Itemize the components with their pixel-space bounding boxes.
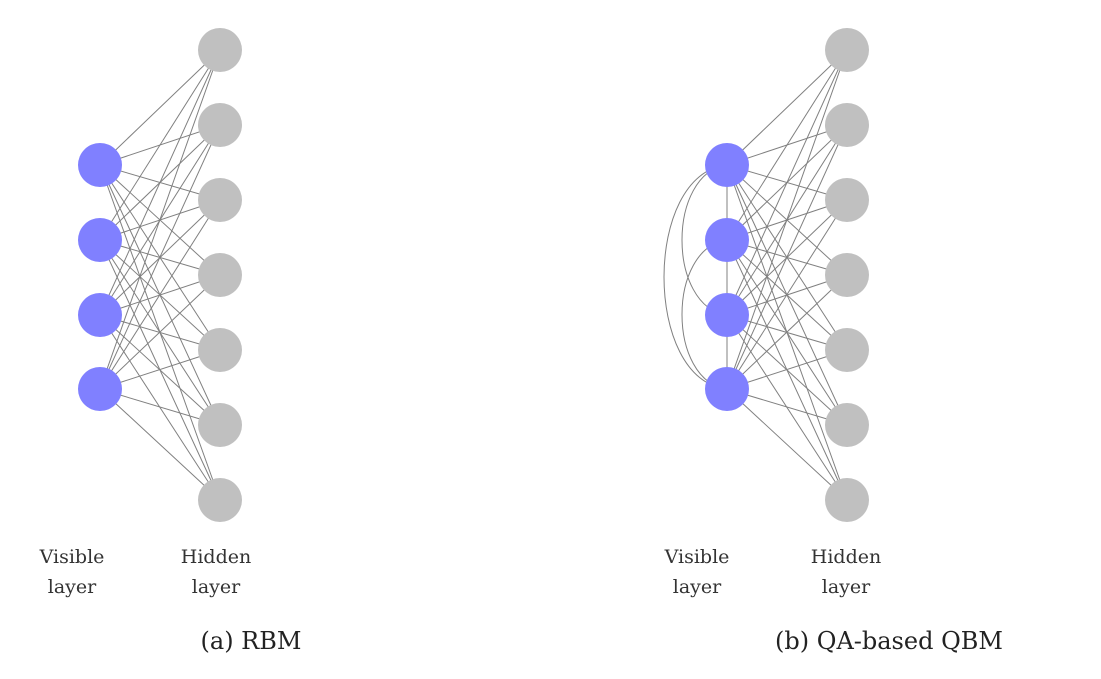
edges-qbm: [663, 49, 848, 501]
hidden-node-4: [198, 253, 242, 297]
visible-node-4: [78, 367, 122, 411]
visible-node-2: [78, 218, 122, 262]
visible-node-2: [705, 218, 749, 262]
caption-rbm: (a) RBM: [201, 627, 302, 655]
hidden-node-2: [198, 103, 242, 147]
visible-layer-label-line2: layer: [48, 576, 97, 598]
edge-v3-h1: [726, 49, 848, 316]
edge-v1-h1: [99, 49, 221, 166]
visible-node-4: [705, 367, 749, 411]
caption-qbm: (b) QA-based QBM: [775, 627, 1003, 655]
hidden-node-7: [825, 478, 869, 522]
edge-v1-h1: [726, 49, 848, 166]
panel-qbm: Visible layer Hidden layer (b) QA-based …: [663, 28, 1003, 655]
visible-node-3: [78, 293, 122, 337]
hidden-node-4: [825, 253, 869, 297]
hidden-node-1: [825, 28, 869, 72]
hidden-node-7: [198, 478, 242, 522]
hidden-layer-label-line1: Hidden: [811, 546, 881, 568]
hidden-node-5: [825, 328, 869, 372]
visible-layer-label-line2: layer: [673, 576, 722, 598]
edge-v2-h1: [726, 49, 848, 241]
edge-v4-h1: [726, 49, 848, 390]
edge-v4-h2: [99, 124, 221, 390]
edge-v4-h3: [99, 199, 221, 390]
hidden-layer-label-line1: Hidden: [181, 546, 251, 568]
edge-v4-h7: [726, 388, 848, 501]
edge-v1-v4: [663, 164, 728, 390]
edge-v4-h3: [726, 199, 848, 390]
visible-node-1: [78, 143, 122, 187]
nodes-rbm: [78, 28, 242, 522]
edge-v4-h1: [99, 49, 221, 390]
hidden-node-2: [825, 103, 869, 147]
edges-rbm: [99, 49, 221, 501]
hidden-node-1: [198, 28, 242, 72]
edge-v4-h7: [99, 388, 221, 501]
visible-layer-label-line1: Visible: [39, 546, 105, 568]
visible-node-3: [705, 293, 749, 337]
hidden-node-6: [198, 403, 242, 447]
hidden-node-6: [825, 403, 869, 447]
edge-v4-h4: [99, 274, 221, 390]
visible-layer-label-line1: Visible: [664, 546, 730, 568]
edge-v4-h2: [726, 124, 848, 390]
edge-v2-h1: [99, 49, 221, 241]
hidden-layer-label-line2: layer: [822, 576, 871, 598]
nodes-qbm: [705, 28, 869, 522]
visible-node-1: [705, 143, 749, 187]
hidden-node-3: [198, 178, 242, 222]
panel-rbm: Visible layer Hidden layer (a) RBM: [39, 28, 302, 655]
edge-v4-h4: [726, 274, 848, 390]
hidden-node-3: [825, 178, 869, 222]
hidden-node-5: [198, 328, 242, 372]
edge-v3-h1: [99, 49, 221, 316]
hidden-layer-label-line2: layer: [192, 576, 241, 598]
